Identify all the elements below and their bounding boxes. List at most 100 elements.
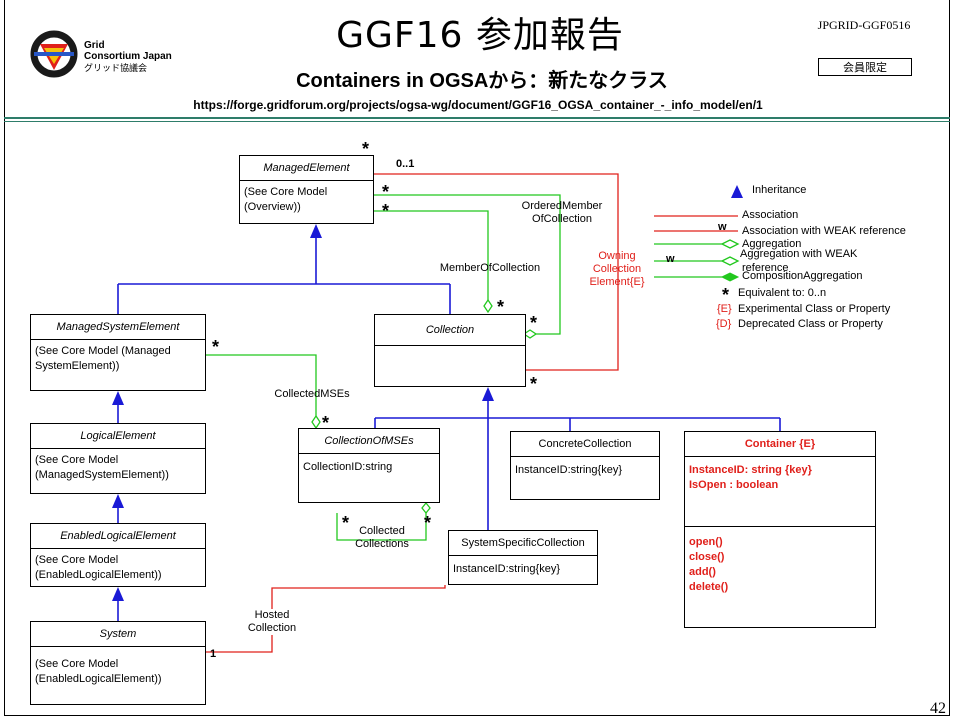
legend-star: *	[722, 285, 730, 305]
legend-composition: CompositionAggregation	[742, 270, 863, 282]
logo-consortium: Consortium Japan	[84, 51, 172, 62]
class-name: LogicalElement	[31, 424, 205, 449]
legend-w-marker: w	[718, 221, 727, 233]
class-body-line: (See Core Model	[35, 454, 119, 466]
class-name: ConcreteCollection	[511, 432, 659, 457]
class-concrete-collection[interactable]: ConcreteCollection InstanceID:string{key…	[510, 431, 660, 500]
class-body-line: InstanceID:string{key}	[515, 464, 623, 476]
class-managed-element[interactable]: ManagedElement (See Core Model (Overview…	[239, 155, 374, 224]
multiplicity-star: *	[382, 182, 390, 202]
legend-inheritance: Inheritance	[752, 184, 807, 196]
page-subtitle: Containers in OGSAから：新たなクラス	[296, 70, 668, 92]
aggregation-diamond	[483, 298, 493, 314]
class-body-line: (EnabledLogicalElement))	[35, 569, 162, 581]
multiplicity-star: *	[362, 139, 370, 159]
label-line: Element{E}	[589, 276, 645, 288]
multiplicity-star: *	[497, 297, 505, 317]
label-line: Collections	[355, 538, 409, 550]
class-body-line: (See Core Model	[35, 554, 119, 566]
class-body-line: (See Core Model (Managed	[35, 345, 171, 357]
class-method: delete()	[689, 581, 729, 593]
legend-experimental: Experimental Class or Property	[738, 303, 891, 315]
aggregation-diamond	[522, 329, 538, 339]
class-collection[interactable]: Collection	[374, 314, 526, 387]
class-name: ManagedSystemElement	[31, 315, 205, 340]
class-body-line: (See Core Model	[35, 658, 119, 670]
legend-inheritance-arrow	[731, 185, 743, 198]
logo-grid: Grid	[84, 40, 105, 51]
class-attribute: InstanceID: string {key}	[689, 464, 812, 476]
multiplicity-1: 1	[210, 648, 217, 660]
source-url: https://forge.gridforum.org/projects/ogs…	[193, 98, 763, 112]
header-rule-thin	[4, 121, 950, 122]
aggregation-diamond	[311, 414, 321, 430]
class-name: ManagedElement	[240, 156, 373, 181]
inheritance-arrow	[310, 224, 322, 238]
class-attribute: IsOpen : boolean	[689, 479, 779, 491]
member-of-collection-aggregation	[374, 210, 489, 300]
class-method: close()	[689, 551, 725, 563]
class-body-line: (See Core Model	[244, 186, 328, 198]
class-system-specific-collection[interactable]: SystemSpecificCollection InstanceID:stri…	[448, 530, 598, 585]
legend-association-weak: Association with WEAK reference	[742, 225, 906, 237]
collected-collections-label: Collected Collections	[344, 525, 420, 551]
member-of-collection-label: MemberOfCollection	[439, 262, 541, 274]
label-line: Hosted	[254, 609, 290, 621]
label-line: Collection	[247, 622, 297, 634]
multiplicity-star: *	[322, 413, 330, 433]
label-line: Owning	[598, 250, 636, 262]
multiplicity-star: *	[212, 337, 220, 357]
multiplicity-star: *	[424, 513, 432, 533]
inheritance-arrow	[112, 494, 124, 508]
legend-weak-aggregation-diamond	[720, 256, 740, 266]
legend-composition-diamond	[720, 272, 740, 282]
class-body-line: CollectionID:string	[303, 461, 393, 473]
slide-frame	[4, 0, 950, 716]
aggregation-diamond	[421, 501, 431, 515]
ordered-member-aggregation	[374, 194, 561, 335]
multiplicity-star: *	[530, 313, 538, 333]
legend-e-tag: {E}	[717, 303, 732, 315]
label-line: OrderedMember	[521, 200, 603, 212]
legend-association: Association	[742, 209, 799, 221]
label-line: Collected	[359, 525, 405, 537]
class-body-line: (ManagedSystemElement))	[35, 469, 169, 481]
class-container[interactable]: Container {E} InstanceID: string {key} I…	[684, 431, 876, 628]
class-body-line: (EnabledLogicalElement))	[35, 673, 162, 685]
class-name: EnabledLogicalElement	[31, 524, 205, 549]
owning-collection-association	[374, 173, 619, 371]
collected-mses-label: CollectedMSEs	[274, 388, 350, 400]
ordered-member-label: OrderedMember OfCollection	[514, 200, 610, 226]
page-title: GGF16 参加報告	[336, 15, 624, 56]
legend-w-marker: w	[666, 253, 675, 265]
members-only-badge: 会員限定	[818, 58, 912, 76]
class-enabled-logical-element[interactable]: EnabledLogicalElement (See Core Model (E…	[30, 523, 206, 587]
label-line: OfCollection	[532, 213, 592, 225]
class-system[interactable]: System (See Core Model (EnabledLogicalEl…	[30, 621, 206, 705]
hosted-collection-association	[206, 585, 446, 653]
multiplicity-star: *	[342, 513, 350, 533]
inheritance-arrow	[112, 391, 124, 405]
collected-mses-aggregation	[206, 354, 317, 416]
class-method: add()	[689, 566, 716, 578]
class-name: Container {E}	[685, 432, 875, 457]
class-managed-system-element[interactable]: ManagedSystemElement (See Core Model (Ma…	[30, 314, 206, 391]
legend-aggregation-diamond	[720, 239, 740, 249]
inheritance-arrow	[482, 387, 494, 401]
class-name: System	[31, 622, 205, 647]
label-line: Collection	[592, 263, 642, 275]
class-body-line: InstanceID:string{key}	[453, 563, 561, 575]
legend-aggregation: Aggregation	[742, 238, 802, 250]
owning-collection-label: Owning Collection Element{E}	[580, 250, 654, 289]
inheritance-arrow	[112, 587, 124, 601]
class-collection-of-mses[interactable]: CollectionOfMSEs CollectionID:string	[298, 428, 440, 503]
class-name: CollectionOfMSEs	[299, 429, 439, 454]
gcj-logo-icon	[30, 30, 78, 78]
header-rule	[4, 117, 950, 119]
legend-aggregation-weak: Aggregation with WEAK	[740, 248, 858, 260]
legend-d-tag: {D}	[716, 318, 732, 330]
legend-aggregation-weak-2: reference	[742, 262, 789, 274]
class-logical-element[interactable]: LogicalElement (See Core Model (ManagedS…	[30, 423, 206, 494]
multiplicity-star: *	[530, 374, 538, 394]
